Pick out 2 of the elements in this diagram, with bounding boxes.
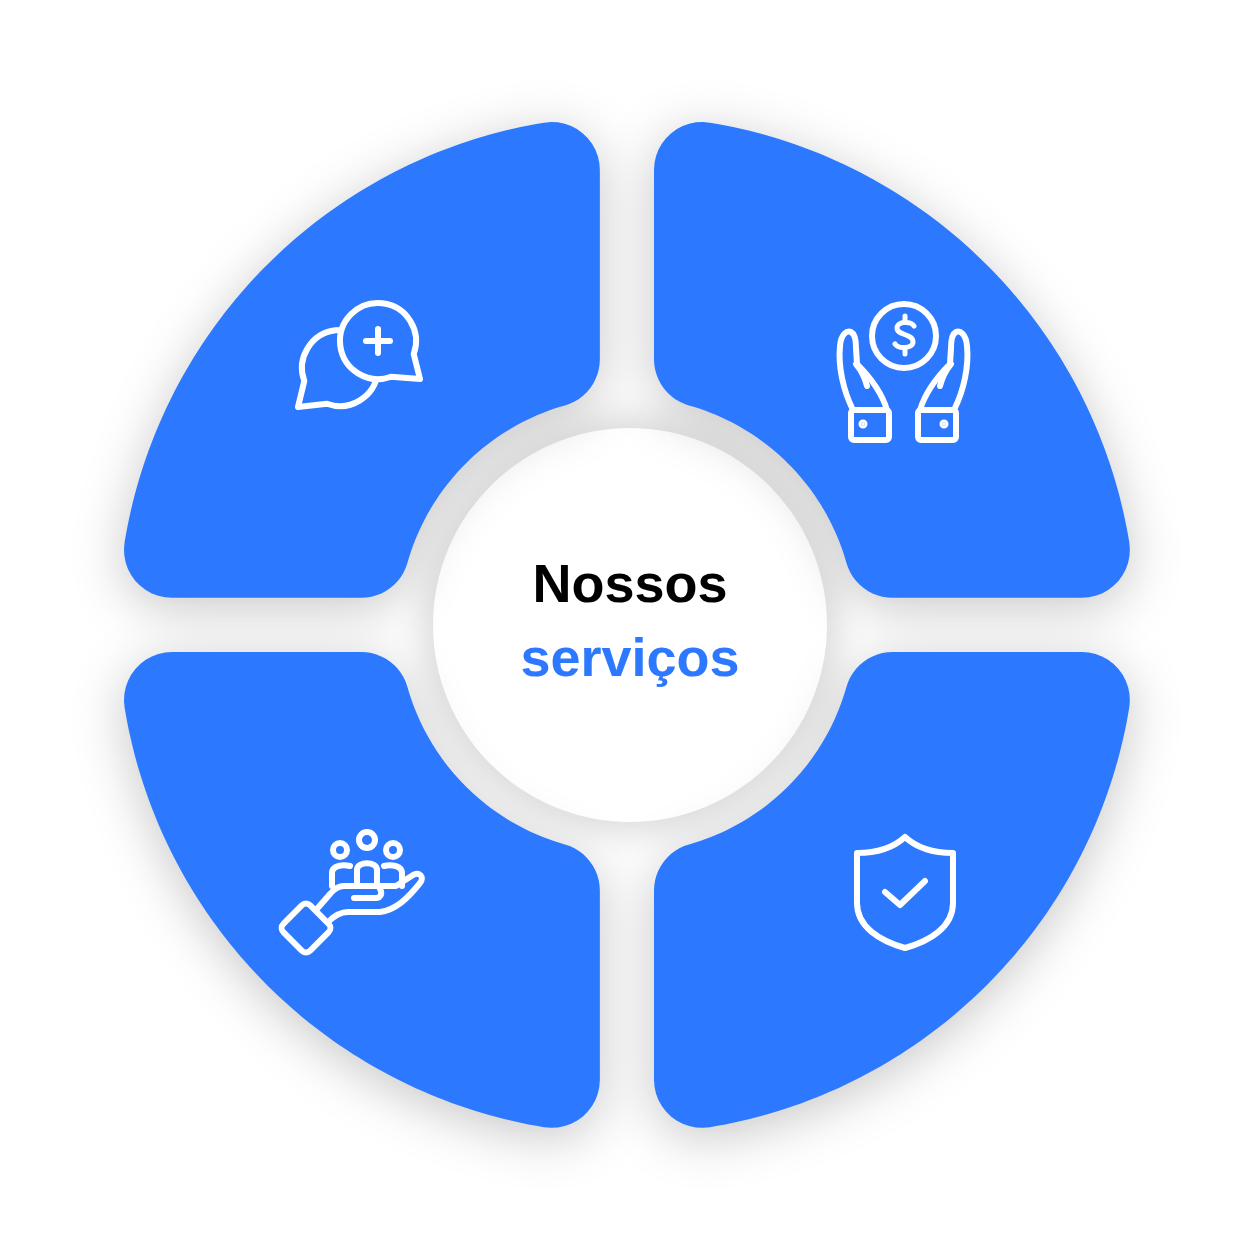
heading-text: Nossos: [532, 552, 728, 613]
heading-text: serviços: [520, 627, 740, 688]
